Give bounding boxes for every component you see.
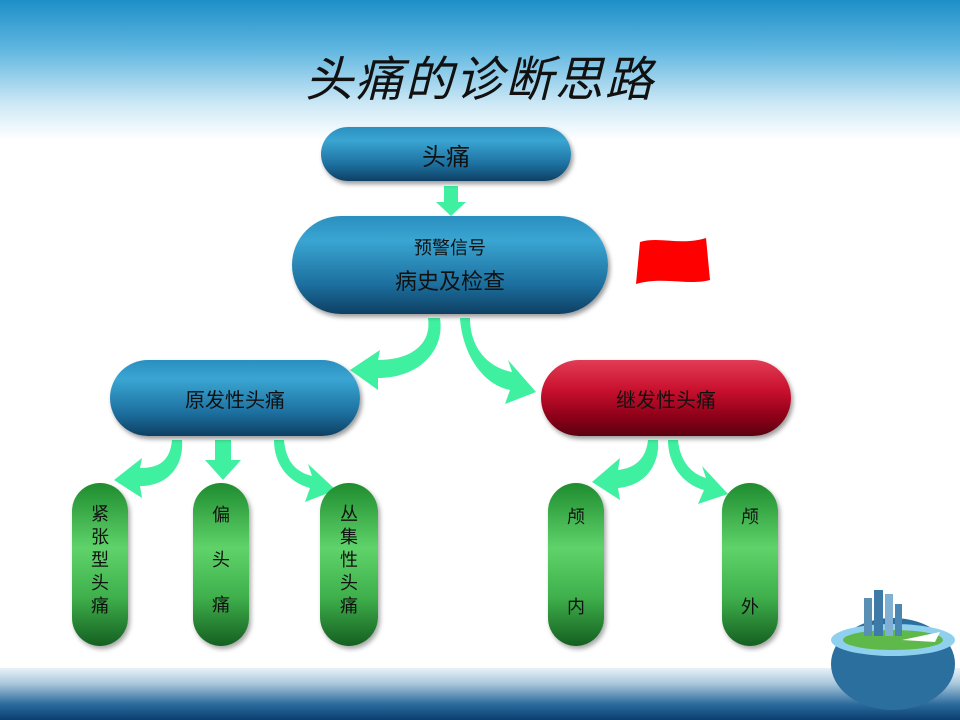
node-extracranial: 颅 外	[722, 483, 778, 646]
extracranial-char: 外	[741, 597, 759, 618]
extracranial-char: 颅	[741, 507, 759, 528]
red-flag-icon	[636, 238, 710, 284]
node-secondary-label: 继发性头痛	[616, 387, 716, 412]
arrow-primary-to-tension	[114, 440, 183, 498]
intracranial-char: 内	[567, 597, 585, 618]
cluster-char: 集	[340, 527, 358, 548]
arrow-secondary-to-intracranial	[592, 440, 659, 500]
node-primary-headache: 原发性头痛	[110, 360, 360, 436]
tension-char: 头	[91, 573, 109, 594]
node-migraine: 偏 头 痛	[193, 483, 249, 646]
arrow-secondary-to-extracranial	[668, 440, 728, 504]
tension-char: 紧	[91, 504, 109, 525]
node-headache-label: 头痛	[422, 142, 470, 171]
migraine-char: 偏	[212, 505, 230, 526]
node-tension-headache: 紧 张 型 头 痛	[72, 483, 128, 646]
tension-char: 张	[91, 527, 109, 548]
arrow-warning-to-secondary	[460, 318, 536, 404]
intracranial-char: 颅	[567, 507, 585, 528]
cluster-char: 头	[340, 573, 358, 594]
arrow-warning-to-primary	[350, 318, 441, 390]
cluster-char: 痛	[340, 596, 358, 617]
cluster-char: 性	[340, 550, 358, 571]
migraine-char: 头	[212, 550, 230, 571]
arrow-primary-to-migraine	[205, 440, 241, 480]
node-warning-line1: 预警信号	[414, 238, 486, 259]
tension-char: 型	[91, 550, 109, 571]
node-secondary-headache: 继发性头痛	[541, 360, 791, 436]
node-warning-signs: 预警信号 病史及检查	[292, 216, 608, 314]
node-intracranial: 颅 内	[548, 483, 604, 646]
tension-char: 痛	[91, 596, 109, 617]
arrow-primary-to-cluster	[274, 440, 336, 502]
footer-background	[0, 668, 960, 720]
migraine-char: 痛	[212, 595, 230, 616]
node-headache: 头痛	[321, 127, 571, 181]
header-background	[0, 0, 960, 140]
node-warning-line2: 病史及检查	[394, 270, 505, 295]
node-primary-label: 原发性头痛	[185, 387, 285, 412]
globe-city-decoration-icon	[831, 590, 955, 710]
slide-title: 头痛的诊断思路	[304, 52, 655, 108]
cluster-char: 丛	[340, 504, 358, 525]
node-cluster-headache: 丛 集 性 头 痛	[320, 483, 378, 646]
arrow-root-to-warning	[436, 186, 466, 216]
